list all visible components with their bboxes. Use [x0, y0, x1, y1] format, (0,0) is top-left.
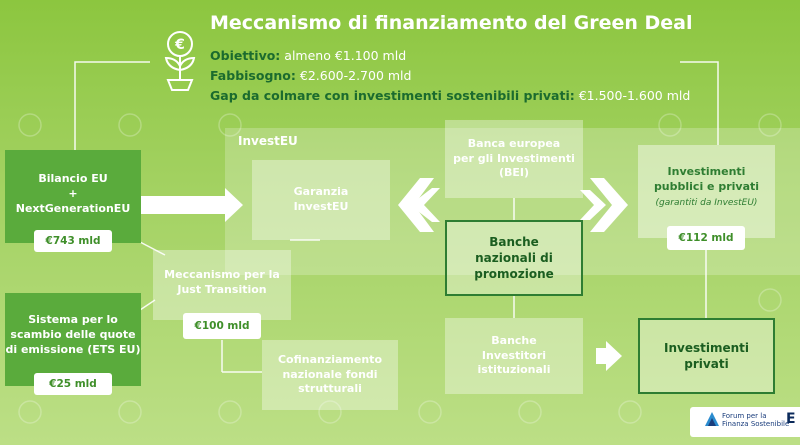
public-private-sub: (garantiti da InvestEU): [655, 197, 758, 208]
need-value: €2.600-2.700 mld: [295, 68, 412, 83]
bg-leaf-icon: [118, 400, 142, 424]
bg-leaf-icon: [218, 113, 242, 137]
footer-org-line-1: Forum per la: [722, 412, 767, 420]
public-private-box: Investimenti pubblici e privati (garanti…: [638, 145, 775, 238]
page-title: Meccanismo di finanziamento del Green De…: [210, 12, 693, 34]
jtm-label-1: Meccanismo per la: [164, 268, 280, 281]
bg-leaf-icon: [518, 400, 542, 424]
national-banks-box: Banche nazionali di promozione: [445, 220, 583, 296]
bg-leaf-icon: [758, 113, 782, 137]
gap-line: Gap da colmare con investimenti sostenib…: [210, 88, 690, 103]
budget-amount-badge: €743 mld: [34, 230, 112, 252]
cofinancing-label-3: strutturali: [298, 382, 362, 396]
chevron-left-a: [398, 178, 434, 232]
line-ets-jtm: [139, 299, 156, 311]
cofinancing-label-2: nazionale fondi: [282, 367, 378, 381]
ets-label-1: Sistema per lo: [28, 313, 118, 326]
ets-box: Sistema per lo scambio delle quote di em…: [5, 293, 141, 386]
guarantee-box: Garanzia InvestEU: [252, 160, 390, 240]
budget-label-2: +: [68, 186, 78, 200]
bg-leaf-icon: [18, 113, 42, 137]
national-banks-label-1: Banche: [489, 234, 539, 249]
chevron-right-a: [590, 178, 628, 232]
forum-logo-icon: [705, 412, 719, 426]
private-label-1: Investimenti: [664, 340, 749, 355]
private-label-2: privati: [684, 357, 729, 371]
footer-org-name: Forum per la Finanza Sostenibile: [722, 412, 789, 429]
institutional-label-2: Investitori: [481, 348, 547, 362]
investeu-section-label: InvestEU: [238, 134, 298, 148]
gap-label: Gap da colmare con investimenti sostenib…: [210, 88, 575, 103]
line-budget-jtm: [139, 241, 166, 256]
bg-leaf-icon: [318, 400, 342, 424]
guarantee-label-1: Garanzia: [293, 185, 349, 199]
arrow-inst-private: [596, 341, 622, 371]
need-label: Fabbisogno:: [210, 68, 296, 83]
cofinancing-box: Cofinanziamento nazionale fondi struttur…: [262, 340, 398, 410]
bei-label-2: per gli Investimenti: [453, 151, 575, 165]
national-banks-label-2: nazionali di: [475, 250, 553, 265]
national-banks-label-3: promozione: [474, 267, 554, 282]
euro-plant-icon: €: [164, 31, 196, 91]
ets-label-3: di emissione (ETS EU): [5, 342, 141, 356]
bg-leaf-icon: [658, 113, 682, 137]
jtm-label-2: Just Transition: [177, 282, 267, 296]
feedback-line-right: [680, 61, 719, 145]
bg-leaf-icon: [758, 288, 782, 312]
cofinancing-label-1: Cofinanziamento: [277, 352, 383, 366]
bg-leaf-icon: [118, 113, 142, 137]
private-investments-box: Investimenti privati: [638, 318, 775, 394]
ets-label-2: scambio delle quote: [10, 327, 136, 341]
feedback-line-left: [74, 61, 150, 150]
chevron-left-b: [410, 188, 440, 222]
public-private-label-2: pubblici e privati: [653, 179, 760, 193]
objective-value: almeno €1.100 mld: [280, 48, 407, 63]
bei-box: Banca europea per gli Investimenti (BEI): [445, 120, 583, 198]
bg-leaf-icon: [618, 400, 642, 424]
institutional-label-3: istituzionali: [477, 363, 551, 377]
bg-leaf-icon: [18, 400, 42, 424]
footer-mark: E: [786, 411, 796, 427]
bei-label-1: Banca europea: [467, 136, 561, 150]
need-line: Fabbisogno: €2.600-2.700 mld: [210, 68, 411, 83]
gap-value: €1.500-1.600 mld: [574, 88, 691, 103]
objective-label: Obiettivo:: [210, 48, 281, 63]
budget-label-3: NextGenerationEU: [15, 201, 131, 215]
chevron-right-b: [580, 190, 606, 220]
public-private-amount-badge: €112 mld: [667, 226, 745, 250]
investeu-section: [225, 128, 800, 275]
public-private-label-1: Investimenti: [667, 165, 746, 178]
institutional-label-1: Banche: [491, 333, 537, 347]
svg-text:€: €: [174, 37, 185, 53]
jtm-box: Meccanismo per la Just Transition: [153, 250, 291, 320]
bg-leaf-icon: [418, 400, 442, 424]
bei-label-3: (BEI): [498, 166, 530, 180]
objective-line: Obiettivo: almeno €1.100 mld: [210, 48, 406, 63]
bg-leaf-icon: [218, 400, 242, 424]
ets-amount-badge: €25 mld: [34, 373, 112, 395]
jtm-amount-badge: €100 mld: [183, 313, 261, 339]
footer-org-line-2: Finanza Sostenibile: [722, 420, 790, 429]
guarantee-label-2: InvestEU: [293, 200, 349, 213]
budget-label-1: Bilancio EU: [38, 172, 108, 185]
institutional-box: Banche Investitori istituzionali: [445, 318, 583, 394]
arrow-budget-guarantee: [140, 188, 243, 222]
budget-box: Bilancio EU + NextGenerationEU: [5, 150, 141, 243]
